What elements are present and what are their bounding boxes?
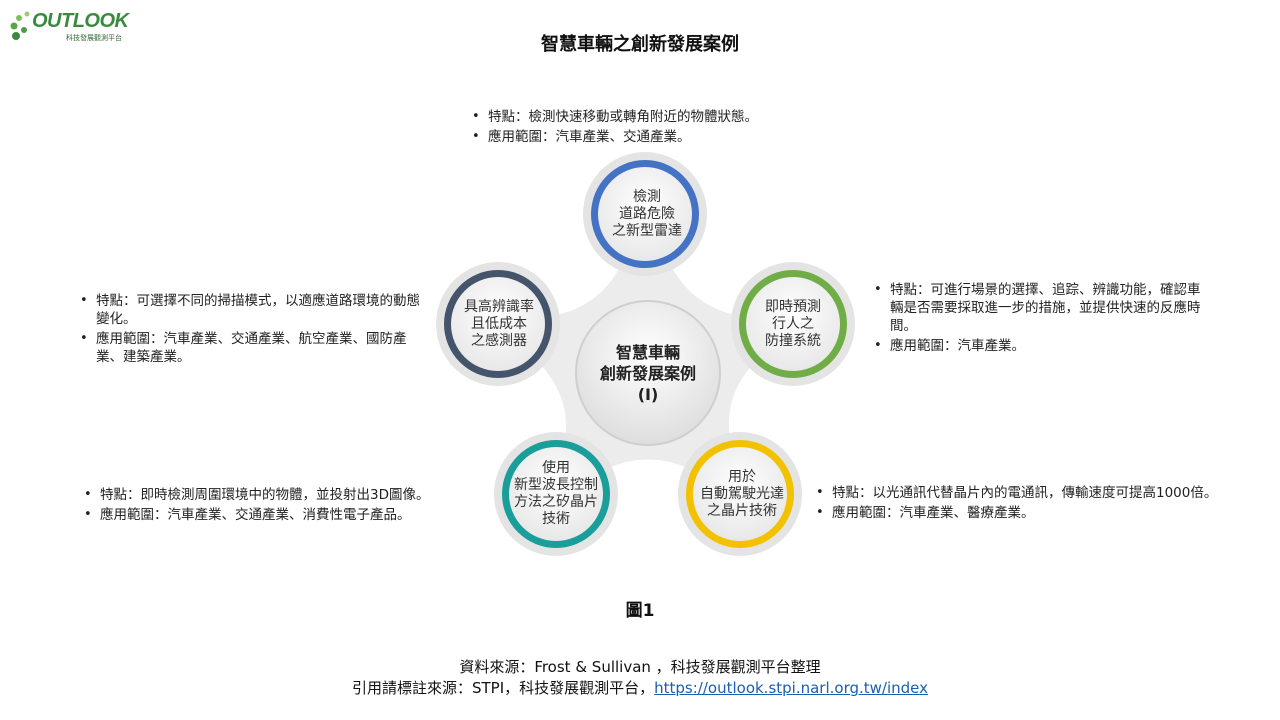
desc-bottom-right-application: 應用範圍：汽車產業、醫療產業。 <box>814 504 1259 522</box>
node-pedestrian-inner <box>746 277 840 371</box>
desc-bottom-left-application: 應用範圍：汽車產業、交通產業、消費性電子產品。 <box>82 506 474 524</box>
desc-right-application: 應用範圍：汽車產業。 <box>872 337 1202 355</box>
desc-bottom-left-feature: 特點：即時檢測周圍環境中的物體，並投射出3D圖像。 <box>82 486 474 504</box>
source-citation: 資料來源：Frost & Sullivan ，科技發展觀測平台整理 引用請標註來… <box>0 657 1280 699</box>
node-sensor-inner <box>451 277 545 371</box>
outlook-logo: OUTLOOK 科技發展觀測平台 <box>10 6 129 46</box>
desc-left-feature: 特點：可選擇不同的掃描模式，以適應道路環境的動態變化。 <box>78 292 424 328</box>
logo-wordmark: OUTLOOK <box>32 10 129 32</box>
node-lidar-label: 用於 自動駕駛光達 之晶片技術 <box>700 468 784 519</box>
desc-bottom-right-feature: 特點：以光通訊代替晶片內的電通訊，傳輸速度可提高1000倍。 <box>814 484 1259 502</box>
desc-bottom-right: 特點：以光通訊代替晶片內的電通訊，傳輸速度可提高1000倍。 應用範圍：汽車產業… <box>814 484 1259 524</box>
node-silicon-inner <box>509 447 603 541</box>
desc-bottom-left: 特點：即時檢測周圍環境中的物體，並投射出3D圖像。 應用範圍：汽車產業、交通產業… <box>82 486 474 526</box>
figure-label: 圖1 <box>625 601 655 621</box>
node-sensor-label: 具高辨識率 且低成本 之感測器 <box>464 298 534 349</box>
desc-right: 特點：可進行場景的選擇、追踪、辨識功能，確認車輛是否需要採取進一步的措施，並提供… <box>872 281 1202 357</box>
node-lidar-inner <box>693 447 787 541</box>
citation-line: 引用請標註來源：STPI，科技發展觀測平台，https://outlook.st… <box>0 678 1280 699</box>
center-circle <box>575 300 721 446</box>
desc-left-application: 應用範圍：汽車產業、交通產業、航空產業、國防產業、建築產業。 <box>78 330 424 366</box>
center-label: 智慧車輛 創新發展案例 (I) <box>599 342 696 404</box>
desc-right-feature: 特點：可進行場景的選擇、追踪、辨識功能，確認車輛是否需要採取進一步的措施，並提供… <box>872 281 1202 335</box>
node-pedestrian-label: 即時預測 行人之 防撞系統 <box>765 298 821 349</box>
desc-left: 特點：可選擇不同的掃描模式，以適應道路環境的動態變化。 應用範圍：汽車產業、交通… <box>78 292 424 368</box>
source-line: 資料來源：Frost & Sullivan ，科技發展觀測平台整理 <box>459 658 821 676</box>
desc-top: 特點：檢測快速移動或轉角附近的物體狀態。 應用範圍：汽車產業、交通產業。 <box>470 108 830 148</box>
node-silicon-label: 使用 新型波長控制 方法之矽晶片 技術 <box>514 460 598 527</box>
logo-dots-icon <box>10 11 30 40</box>
desc-top-application: 應用範圍：汽車產業、交通產業。 <box>470 128 830 146</box>
node-radar-label: 檢測 道路危險 之新型雷達 <box>612 188 682 239</box>
desc-top-feature: 特點：檢測快速移動或轉角附近的物體狀態。 <box>470 108 830 126</box>
citation-prefix: 引用請標註來源：STPI，科技發展觀測平台， <box>351 679 655 697</box>
page-title: 智慧車輛之創新發展案例 <box>541 34 739 55</box>
node-radar-inner <box>598 167 692 261</box>
source-link[interactable]: https://outlook.stpi.narl.org.tw/index <box>654 679 929 697</box>
logo-subtitle: 科技發展觀測平台 <box>66 34 122 42</box>
